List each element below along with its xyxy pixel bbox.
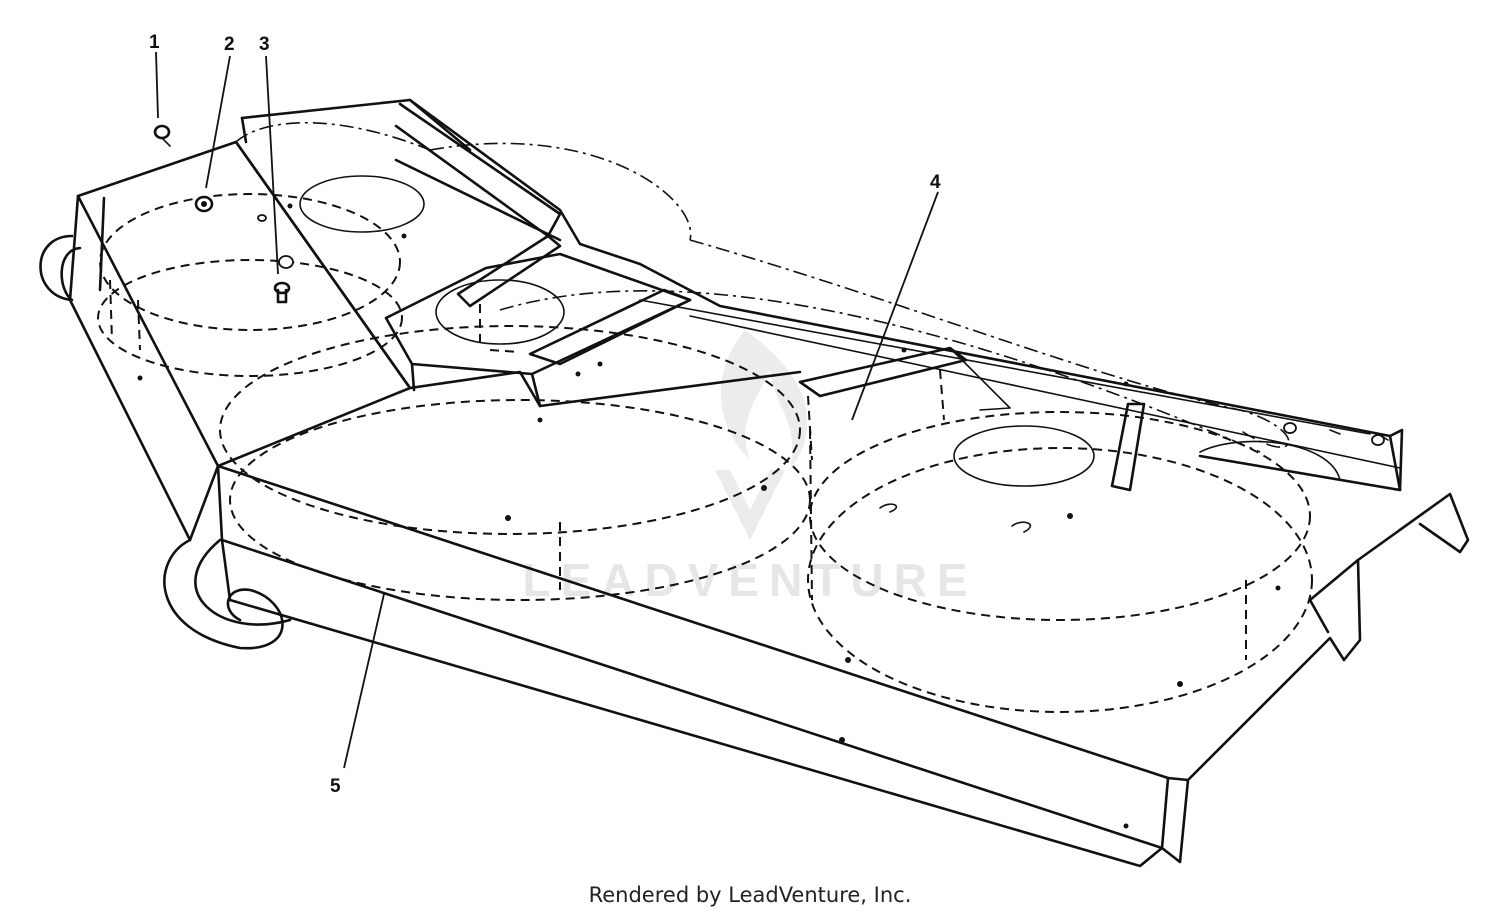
footer-credit: Rendered by LeadVenture, Inc. [588, 883, 912, 907]
bolt-part-1 [153, 124, 171, 147]
callout-1: 1 [149, 32, 160, 53]
callout-4: 4 [930, 172, 941, 193]
deck-openings [137, 175, 1389, 829]
deck-housing [68, 98, 1470, 868]
screw-part-3 [273, 281, 291, 304]
blade-housings [97, 122, 1313, 713]
hardware [153, 124, 291, 304]
discharge-chute [163, 538, 292, 650]
callout-labels: 1 2 3 4 5 [149, 32, 941, 797]
callout-2: 2 [224, 34, 235, 55]
leader-lines [155, 51, 939, 769]
leadventure-flame-logo [715, 330, 808, 540]
watermark: LEADVENTURE [522, 330, 968, 606]
callout-3: 3 [259, 34, 270, 55]
anchor-hook [39, 234, 82, 302]
callout-5: 5 [330, 776, 341, 797]
nut-part-2 [194, 195, 214, 213]
